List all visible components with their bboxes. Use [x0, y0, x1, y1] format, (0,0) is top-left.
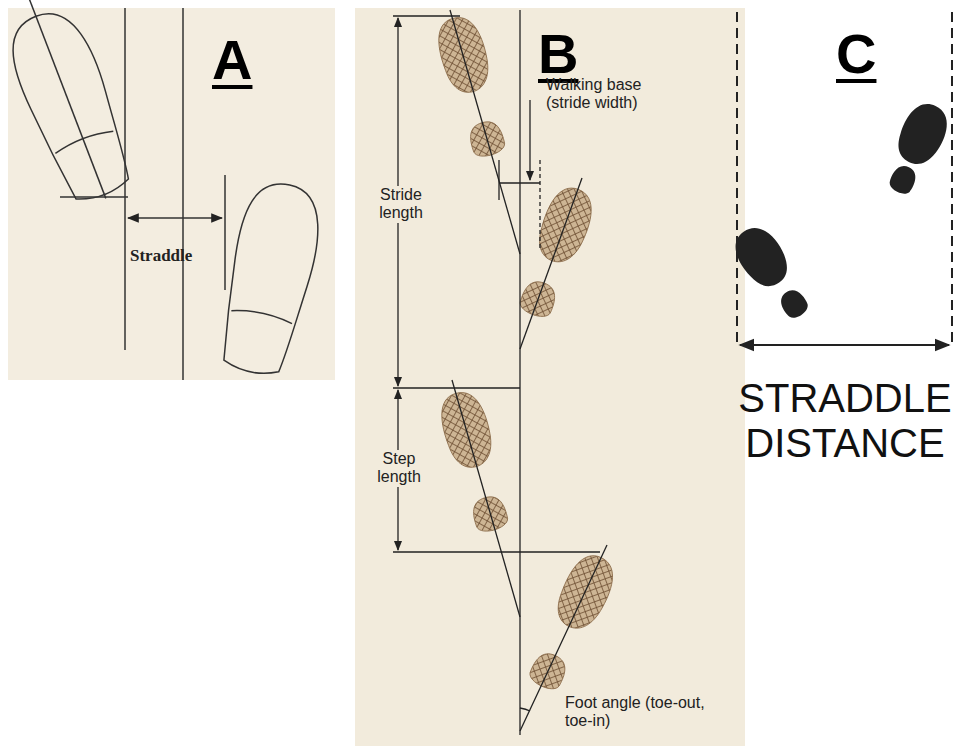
drawing-part	[29, 0, 106, 198]
reference-line	[182, 8, 184, 380]
drawing-part	[231, 307, 292, 324]
foot-axis	[520, 178, 582, 349]
drawing-part	[887, 162, 920, 197]
dashed-guide	[539, 160, 540, 250]
reference-line	[498, 160, 499, 200]
drawing-part	[393, 10, 607, 735]
drawing-part	[727, 220, 797, 295]
reference-line	[60, 196, 128, 198]
drawing-part	[776, 286, 811, 322]
dimension-label: STRADDLE DISTANCE	[726, 376, 964, 466]
reference-line	[393, 551, 600, 552]
shoe-outline	[0, 0, 143, 212]
shoe-outline	[212, 177, 328, 380]
drawing-part	[212, 177, 328, 380]
dashed-guide	[951, 12, 953, 345]
reference-line	[124, 8, 126, 350]
dimension-label: Straddle	[130, 246, 192, 266]
dimension-label: Walking base (stride width)	[546, 76, 671, 113]
panel-letter: C	[836, 26, 876, 82]
panel-letter: B	[538, 26, 578, 82]
dimension-label: Step length	[371, 450, 427, 487]
dimension-label: Stride length	[371, 186, 431, 223]
leader-line	[529, 100, 530, 180]
drawing-part	[469, 493, 509, 534]
foot-axis	[450, 10, 520, 254]
footprints	[432, 12, 622, 693]
reference-line	[393, 15, 460, 16]
panel-ground	[355, 8, 745, 746]
footprints	[727, 97, 955, 321]
drawing-part	[737, 12, 952, 345]
panel-letter: A	[212, 32, 252, 88]
reference-line	[224, 175, 226, 290]
dimension-arrow	[128, 217, 222, 219]
dashed-guide	[736, 12, 738, 345]
dimension-bar	[499, 182, 540, 183]
center-line	[519, 10, 520, 735]
drawing-part	[890, 97, 954, 171]
foot-axis	[452, 380, 520, 617]
drawing-part	[0, 0, 328, 380]
reference-line	[393, 387, 520, 388]
panel-ground	[8, 8, 335, 380]
dimension-arrow	[740, 344, 949, 346]
angle-arc	[520, 708, 530, 711]
dimension-label: Foot angle (toe-out, toe-in)	[565, 694, 705, 731]
